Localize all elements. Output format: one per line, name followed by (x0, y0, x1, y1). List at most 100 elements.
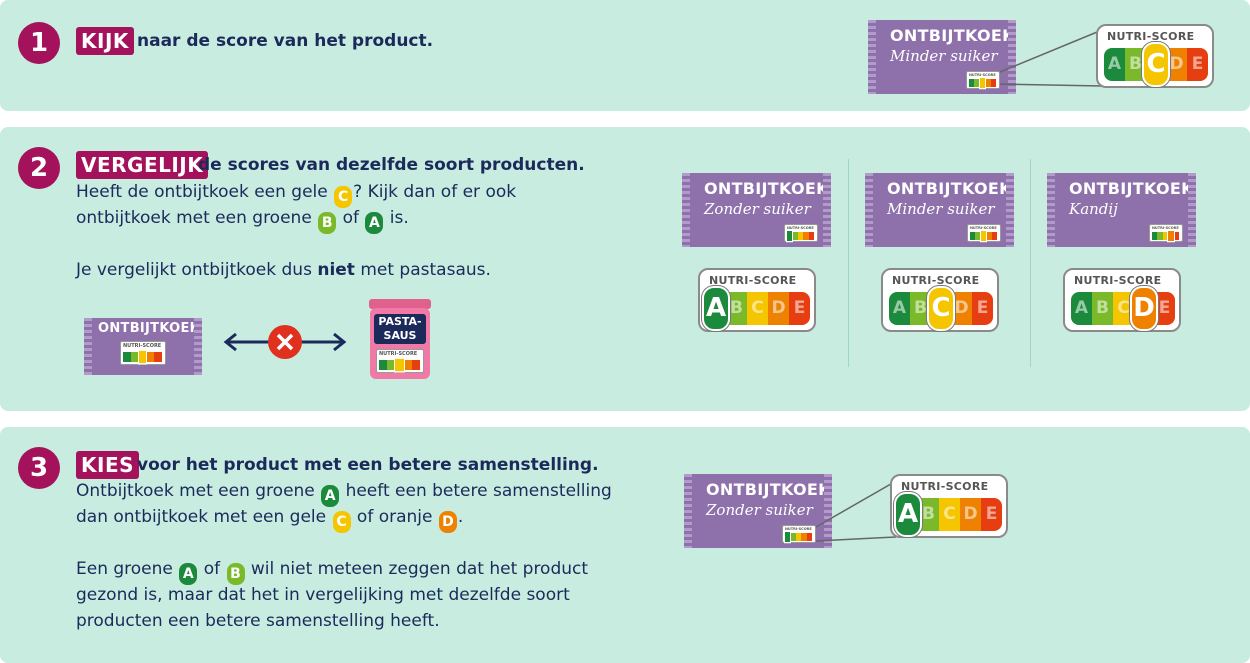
nutri-score-title: NUTRI-SCORE (1074, 274, 1162, 287)
score-letter-a: A (894, 492, 922, 537)
mini-score-bars (969, 76, 996, 90)
zoom-lines (999, 29, 1103, 87)
score-letter-a: A (889, 292, 910, 325)
score-b-badge: B (318, 212, 337, 234)
text-segment: Je vergelijkt ontbijtkoek dus (76, 260, 312, 280)
score-c-badge: C (332, 511, 351, 533)
product-brand: ONTBIJTKOEK (1069, 179, 1194, 198)
step-number: 1 (18, 22, 60, 64)
product-brand: ONTBIJTKOEK (890, 26, 1015, 45)
score-letter-b: B (1092, 292, 1113, 325)
step-number: 2 (18, 147, 60, 189)
score-d-badge: D (438, 511, 457, 533)
score-letter-d: D (1166, 48, 1187, 81)
nutri-score-title: NUTRI-SCORE (892, 274, 980, 287)
product-brand: ONTBIJTKOEK (887, 179, 1012, 198)
jar-label-line: PASTA- (378, 315, 422, 328)
mini-score-bars (1152, 229, 1179, 243)
step-2-panel: 2 VERGELIJK de scores van dezelfde soort… (0, 127, 1250, 411)
product-variant: Minder suiker (887, 200, 995, 218)
text-segment: Ontbijtkoek met een groene (76, 481, 315, 501)
mini-score-a (123, 352, 131, 362)
product-variant: Kandij (1069, 200, 1118, 218)
score-letter-b: B (1125, 48, 1146, 81)
mini-score-b (387, 360, 396, 370)
mini-score-a (783, 530, 792, 544)
score-letter-b: B (910, 292, 931, 325)
mini-nutri-label: NUTRI-SCORE (1152, 226, 1179, 230)
mini-score-d (803, 232, 809, 240)
score-b-badge: B (226, 563, 245, 585)
mini-score-e (154, 352, 162, 362)
mini-nutri-score: NUTRI-SCORE (966, 71, 1000, 90)
product-wrapper: ONTBIJTKOEK Zonder suiker NUTRI-SCORE (684, 474, 832, 548)
score-letter-d: D (951, 292, 972, 325)
emphasis: niet (317, 260, 355, 280)
mini-score-c (1162, 232, 1169, 240)
body-line: Heeft de ontbijtkoek een gele C? Kijk da… (76, 179, 516, 208)
mini-score-a (1152, 232, 1158, 240)
step-text: naar de score van het product. (137, 31, 434, 51)
body-line: Een groene A of B wil niet meteen zeggen… (76, 556, 588, 585)
product-variant: Zonder suiker (706, 501, 813, 519)
score-letter-d: D (960, 498, 981, 531)
mini-score-e (411, 360, 420, 370)
nutri-score-title: NUTRI-SCORE (709, 274, 797, 287)
mini-score-d (146, 352, 155, 362)
divider (1030, 159, 1031, 367)
product-variant: Zonder suiker (704, 200, 811, 218)
score-letter-a: A (1071, 292, 1092, 325)
score-letter-d: D (1130, 286, 1158, 331)
score-letter-c: C (1113, 292, 1134, 325)
mini-score-b (974, 79, 980, 87)
mini-score-d (801, 533, 807, 541)
mini-nutri-label: NUTRI-SCORE (123, 343, 162, 349)
mini-score-e (1173, 232, 1179, 240)
mini-score-b (790, 533, 796, 541)
mini-nutri-score: NUTRI-SCORE (120, 341, 166, 365)
mini-score-d (985, 79, 991, 87)
mini-score-c (979, 229, 988, 243)
step-text: voor het product met een betere samenste… (137, 455, 599, 475)
text-segment: Heeft de ontbijtkoek een gele (76, 182, 328, 202)
mini-nutri-label: NUTRI-SCORE (379, 351, 418, 357)
mini-score-c (795, 533, 802, 541)
mini-score-bars (783, 530, 812, 544)
text-segment: met pastasaus. (360, 260, 491, 280)
step-verb: VERGELIJK (76, 151, 209, 179)
text-segment: of oranje (356, 507, 433, 527)
mini-nutri-label: NUTRI-SCORE (969, 73, 996, 77)
mini-score-a (969, 79, 975, 87)
text-segment: ontbijtkoek met een groene (76, 208, 312, 228)
score-letter-b: B (918, 498, 939, 531)
jar-label-line: SAUS (383, 329, 417, 342)
step-number: 3 (18, 447, 60, 489)
score-letter-c: C (927, 286, 955, 331)
mini-score-b (130, 352, 139, 362)
score-c-badge: C (334, 186, 353, 208)
text-segment: of (342, 208, 359, 228)
product-wrapper: ONTBIJTKOEK Minder suiker NUTRI-SCORE (868, 20, 1016, 94)
nutri-score-title: NUTRI-SCORE (1107, 30, 1195, 43)
score-letter-b: B (726, 292, 747, 325)
mini-score-b (975, 232, 981, 240)
text-segment: dan ontbijtkoek met een gele (76, 507, 327, 527)
mini-nutri-label: NUTRI-SCORE (785, 527, 812, 531)
mini-score-d (403, 360, 412, 370)
score-letter-a: A (702, 286, 730, 331)
product-variant: Minder suiker (890, 47, 998, 65)
mini-score-a (970, 232, 976, 240)
jar-label: PASTA- SAUS (374, 314, 426, 344)
score-a-badge: A (321, 485, 340, 507)
product-brand: ONTBIJTKOEK (704, 179, 829, 198)
score-letter-e: E (981, 498, 1002, 531)
mini-nutri-score: NUTRI-SCORE (967, 224, 1001, 243)
score-letter-e: E (1187, 48, 1208, 81)
step-verb: KIJK (76, 27, 134, 55)
